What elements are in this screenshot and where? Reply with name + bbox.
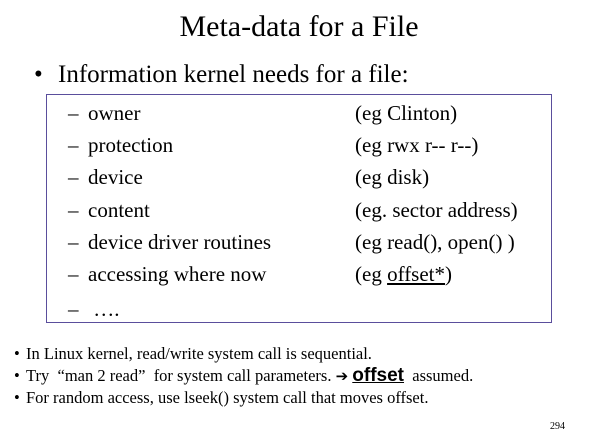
dash-icon: – bbox=[68, 165, 79, 189]
page-number: 294 bbox=[550, 421, 565, 432]
bullet-dot-icon: • bbox=[14, 344, 20, 363]
attribute-name: –device bbox=[68, 165, 143, 189]
dash-icon: – bbox=[68, 262, 79, 286]
attribute-example: (eg rwx r-- r--) bbox=[355, 133, 479, 157]
main-bullet: • Information kernel needs for a file: bbox=[34, 60, 409, 90]
attribute-example: (eg disk) bbox=[355, 165, 430, 189]
offset-underlined: offset* bbox=[387, 262, 446, 286]
attribute-name: – …. bbox=[68, 297, 120, 321]
attribute-example: (eg Clinton) bbox=[355, 101, 458, 125]
bullet-dot-icon: • bbox=[14, 388, 20, 407]
main-bullet-text: Information kernel needs for a file: bbox=[58, 61, 409, 88]
attribute-name: –owner bbox=[68, 101, 141, 125]
note-item: •For random access, use lseek() system c… bbox=[14, 388, 429, 407]
attribute-example: (eg read(), open() ) bbox=[355, 230, 515, 254]
attribute-name: –content bbox=[68, 198, 150, 222]
notes-list: •In Linux kernel, read/write system call… bbox=[14, 343, 473, 409]
note-item: •Try “man 2 read” for system call parame… bbox=[14, 365, 474, 386]
arrow-right-icon: ➔ bbox=[335, 367, 349, 385]
attribute-example: (eg. sector address) bbox=[355, 198, 518, 222]
note-item: •In Linux kernel, read/write system call… bbox=[14, 344, 372, 363]
attribute-name: –accessing where now bbox=[68, 262, 267, 286]
bullet-dot-icon: • bbox=[34, 61, 43, 88]
attribute-name: –protection bbox=[68, 133, 174, 157]
dash-icon: – bbox=[68, 198, 79, 222]
dash-icon: – bbox=[68, 101, 79, 125]
offset-emphasis: offset bbox=[352, 365, 405, 386]
dash-icon: – bbox=[68, 133, 79, 157]
bullet-dot-icon: • bbox=[14, 366, 20, 385]
attribute-name: –device driver routines bbox=[68, 230, 272, 254]
slide-title: Meta-data for a File bbox=[179, 10, 419, 43]
dash-icon: – bbox=[68, 230, 79, 254]
attribute-list-box bbox=[46, 94, 552, 323]
dash-icon: – bbox=[68, 297, 79, 321]
attribute-example: (eg offset*) bbox=[355, 262, 453, 286]
